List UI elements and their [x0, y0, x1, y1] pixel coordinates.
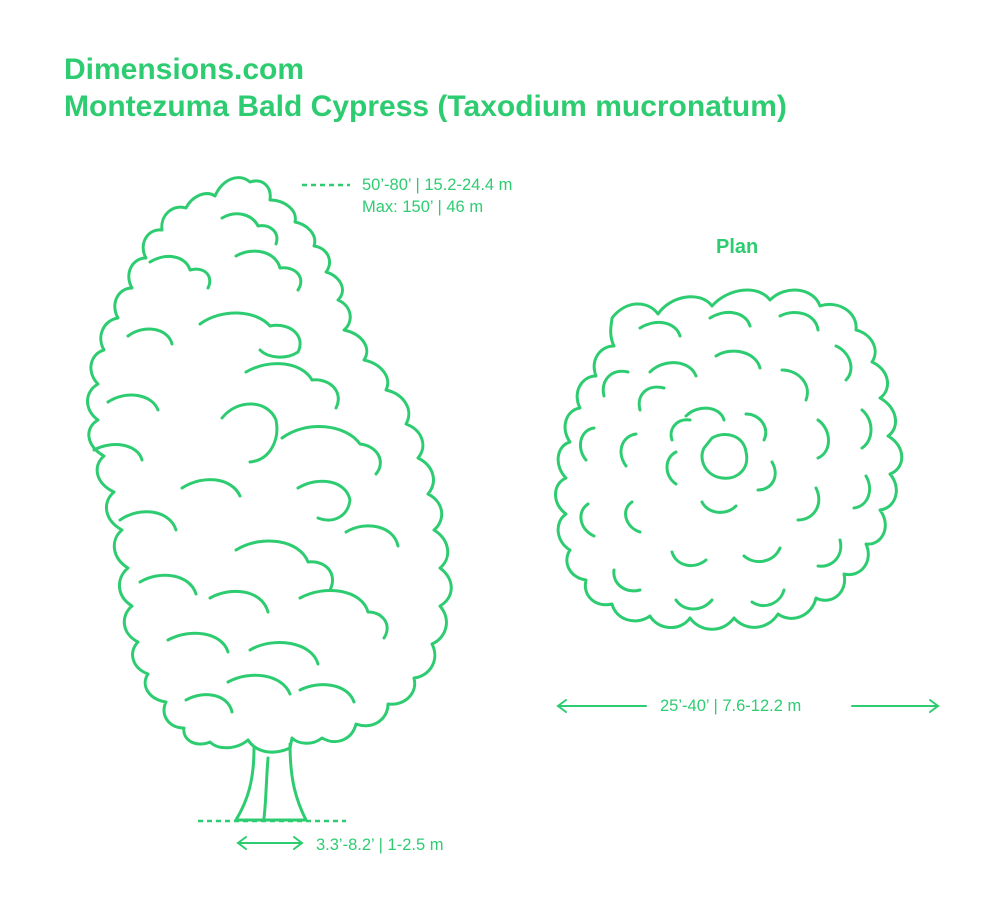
site-title: Dimensions.com: [64, 53, 305, 86]
plan-label: Plan: [716, 236, 759, 258]
leaf-ring: [578, 426, 596, 462]
spread-arrow: [556, 699, 940, 713]
leaf-clump: [298, 589, 389, 640]
leaf-clump: [298, 683, 356, 704]
leaf-ring: [750, 588, 786, 607]
leaf-ring: [860, 408, 873, 450]
leaf-ring: [638, 320, 682, 338]
canopy-plan: [554, 288, 904, 631]
trunk-width-arrow: [236, 836, 304, 850]
leaf-ring: [624, 500, 642, 534]
leaf-clump: [92, 443, 144, 462]
leaf-clump: [180, 478, 242, 498]
canopy-elevation: [86, 176, 453, 754]
spread-label: 25’-40’ | 7.6-12.2 m: [660, 697, 802, 715]
leaf-clump: [118, 510, 178, 532]
leaf-clump: [344, 524, 400, 548]
canopy-outline: [86, 176, 453, 754]
trunk-width-label: 3.3’-8.2’ | 1-2.5 m: [316, 836, 444, 854]
leaf-clump: [184, 693, 234, 714]
leaf-clump: [220, 402, 279, 464]
leaf-clump: [166, 631, 230, 654]
leaf-ring: [670, 550, 708, 568]
leaf-ring: [700, 500, 738, 514]
leaf-clump: [248, 641, 320, 666]
leaf-ring: [796, 486, 821, 522]
leaf-ring: [619, 432, 638, 468]
leaf-clump: [106, 393, 160, 412]
leaf-ring: [852, 474, 871, 510]
trunk: [234, 742, 308, 822]
leaf-ring: [637, 385, 666, 412]
leaf-ring: [708, 310, 752, 328]
leaf-ring: [778, 311, 820, 332]
leaf-ring: [648, 361, 698, 378]
leaf-ring: [674, 598, 714, 611]
leaf-clump: [244, 362, 340, 410]
leaf-clump: [126, 327, 174, 346]
leaf-ring: [816, 538, 843, 568]
max-height-label: Max: 150’ | 46 m: [362, 198, 484, 216]
leaf-clump: [226, 673, 292, 696]
leaf-ring: [601, 369, 630, 398]
leaf-ring: [669, 418, 692, 442]
leaf-clump: [234, 539, 334, 592]
leaf-clump: [208, 589, 270, 614]
leaf-ring: [714, 349, 762, 370]
leaf-ring: [756, 460, 777, 492]
leaf-ring: [816, 418, 830, 460]
leaf-ring: [665, 450, 678, 486]
height-label: 50’-80’ | 15.2-24.4 m: [362, 176, 513, 194]
leaf-clump: [138, 573, 198, 596]
leaf-ring: [612, 568, 642, 593]
leaf-ring: [780, 368, 809, 402]
leaf-ring: [579, 502, 596, 538]
leaf-ring: [684, 406, 726, 422]
leaf-clump: [220, 212, 279, 246]
leaf-ring: [834, 344, 853, 382]
leaf-clump: [198, 311, 302, 359]
plan-outline: [554, 288, 904, 631]
leaf-clump: [148, 254, 212, 290]
leaf-clump: [296, 479, 352, 522]
leaf-center: [700, 433, 749, 480]
leaf-clump: [234, 249, 303, 292]
leaf-ring: [744, 412, 768, 442]
page-title: Montezuma Bald Cypress (Taxodium mucrona…: [64, 90, 787, 123]
leaf-ring: [742, 546, 782, 564]
leaf-clump: [280, 425, 382, 476]
